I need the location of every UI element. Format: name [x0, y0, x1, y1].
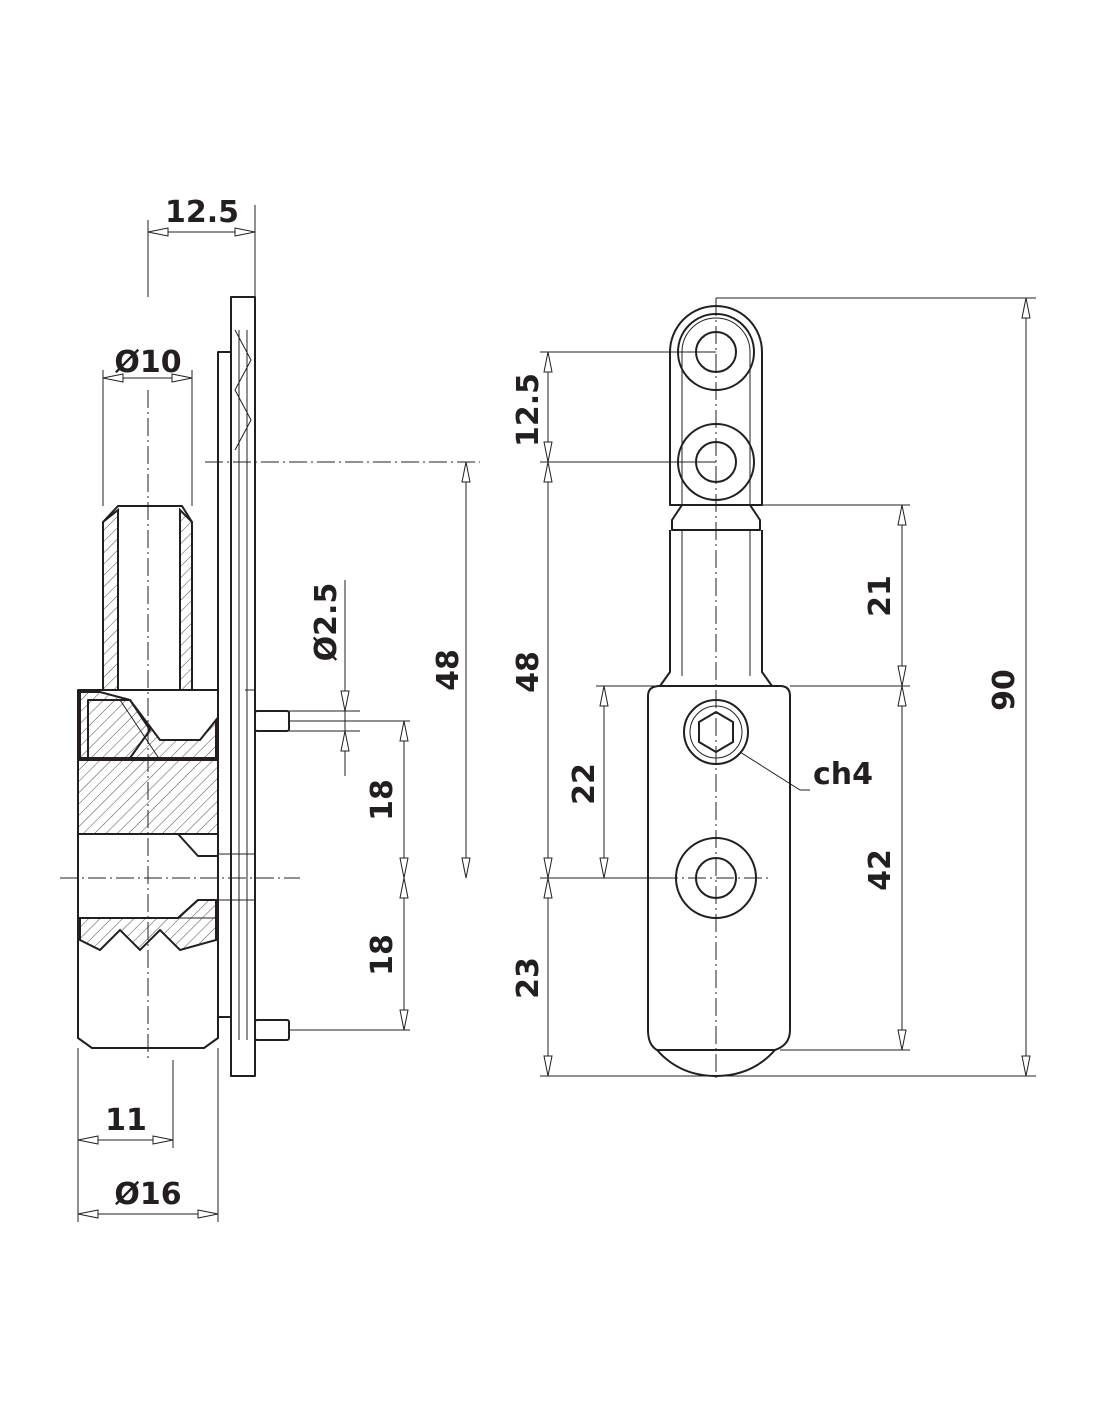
dim-screw-22: 22 [567, 763, 602, 805]
inner-plate [217, 351, 232, 1018]
dim-pin-diameter: Ø2.5 [309, 583, 344, 662]
lower-body [647, 685, 791, 1051]
dim-bottom-23: 23 [511, 957, 546, 999]
dim-side-pin-lower: 18 [365, 934, 400, 976]
dim-overall-height: 90 [987, 669, 1022, 711]
dim-body-offset: 11 [105, 1103, 147, 1138]
side-view: 12.5 Ø10 Ø2.5 48 18 18 [60, 195, 480, 1222]
link-plate [669, 305, 763, 506]
dim-body-42: 42 [863, 849, 898, 891]
dim-side-width: 12.5 [165, 195, 239, 230]
dim-shaft-diameter: Ø10 [114, 345, 181, 380]
neck-cone [671, 504, 761, 531]
label-hex-key: ch4 [813, 757, 873, 792]
front-view: ch4 90 21 42 12.5 48 23 [511, 297, 1036, 1080]
dim-hole-spacing: 12.5 [511, 373, 546, 447]
dim-body-diameter: Ø16 [114, 1177, 181, 1212]
dim-side-height-48: 48 [431, 649, 466, 691]
upper-pin [254, 710, 290, 732]
dim-front-height-48: 48 [511, 651, 546, 693]
lower-pin [254, 1019, 290, 1041]
dim-side-pin-upper: 18 [365, 779, 400, 821]
mounting-plate [230, 296, 256, 1077]
dim-neck-21: 21 [863, 575, 898, 617]
